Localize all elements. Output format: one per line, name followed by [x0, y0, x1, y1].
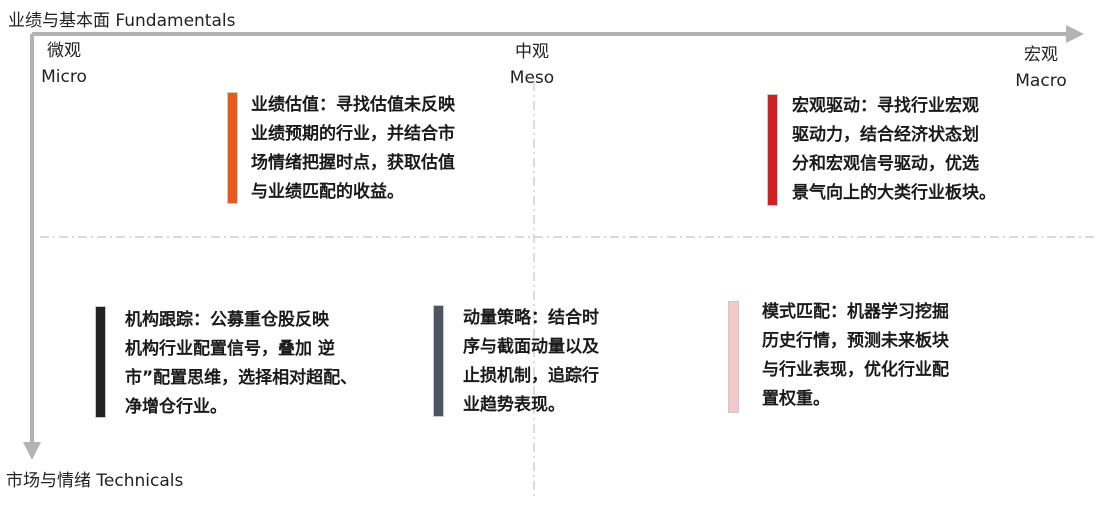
scale-meso-zh: 中观 [515, 42, 549, 62]
card-text: 机构跟踪：公募重仓股反映 机构行业配置信号，叠加 逆 市”配置思维，选择相对超配… [125, 306, 357, 422]
card-color-bar [767, 94, 778, 206]
card-earnings-valuation: 业绩估值：寻找估值未反映 业绩预期的行业，并结合市 场情绪把握时点，获取估值 与… [227, 92, 527, 204]
card-color-bar [227, 92, 238, 204]
card-macro-drivers: 宏观驱动：寻找行业宏观 驱动力，结合经济状态划 分和宏观信号驱动，优选 景气向上… [767, 94, 1067, 206]
y-axis-arrowhead [23, 442, 41, 460]
scale-macro: 宏观 Macro [1008, 42, 1074, 94]
x-axis-arrowhead [1066, 25, 1084, 43]
card-text: 业绩估值：寻找估值未反映 业绩预期的行业，并结合市 场情绪把握时点，获取估值 与… [251, 91, 455, 207]
card-color-bar [433, 305, 444, 417]
card-line: 宏观驱动：寻找行业宏观 [792, 96, 979, 116]
card-line: 与行业表现，优化行业配 [762, 360, 949, 380]
card-line: 业趋势表现。 [463, 395, 565, 415]
card-line: 市”配置思维，选择相对超配、 [125, 368, 358, 388]
card-pattern-matching: 模式匹配：机器学习挖掘 历史行情，预测未来板块 与行业表现，优化行业配 置权重。 [728, 301, 1008, 413]
card-text: 动量策略：结合时 序与截面动量以及 止损机制，追踪行 业趋势表现。 [463, 304, 599, 420]
scale-micro-en: Micro [41, 67, 87, 87]
card-text: 模式匹配：机器学习挖掘 历史行情，预测未来板块 与行业表现，优化行业配 置权重。 [762, 298, 949, 414]
card-line: 驱动力，结合经济状态划 [792, 125, 979, 145]
card-line: 业绩估值：寻找估值未反映 [251, 95, 455, 115]
scale-macro-zh: 宏观 [1024, 45, 1058, 65]
card-line: 置权重。 [762, 389, 830, 409]
card-line: 场情绪把握时点，获取估值 [251, 153, 455, 173]
card-text: 宏观驱动：寻找行业宏观 驱动力，结合经济状态划 分和宏观信号驱动，优选 景气向上… [792, 92, 996, 208]
card-institutional-tracking: 机构跟踪：公募重仓股反映 机构行业配置信号，叠加 逆 市”配置思维，选择相对超配… [95, 306, 415, 418]
card-momentum-strategy: 动量策略：结合时 序与截面动量以及 止损机制，追踪行 业趋势表现。 [433, 305, 643, 417]
scale-micro-zh: 微观 [47, 41, 81, 61]
card-line: 历史行情，预测未来板块 [762, 331, 949, 351]
scale-meso-en: Meso [509, 68, 555, 88]
card-color-bar [728, 301, 739, 413]
card-line: 序与截面动量以及 [463, 337, 599, 357]
card-line: 止损机制，追踪行 [463, 366, 599, 386]
y-axis-title: 市场与情绪 Technicals [6, 471, 184, 491]
x-axis-title: 业绩与基本面 Fundamentals [8, 11, 236, 31]
card-line: 业绩预期的行业，并结合市 [251, 124, 455, 144]
card-line: 净增仓行业。 [125, 397, 227, 417]
card-line: 景气向上的大类行业板块。 [792, 183, 996, 203]
card-line: 机构行业配置信号，叠加 逆 [125, 339, 335, 359]
card-line: 模式匹配：机器学习挖掘 [762, 302, 949, 322]
card-color-bar [95, 306, 106, 418]
card-line: 分和宏观信号驱动，优选 [792, 154, 979, 174]
card-line: 与业绩匹配的收益。 [251, 182, 404, 202]
scale-meso: 中观 Meso [500, 39, 564, 91]
card-line: 动量策略：结合时 [463, 308, 599, 328]
card-line: 机构跟踪：公募重仓股反映 [125, 310, 329, 330]
scale-macro-en: Macro [1015, 71, 1067, 91]
scale-micro: 微观 Micro [36, 38, 92, 90]
